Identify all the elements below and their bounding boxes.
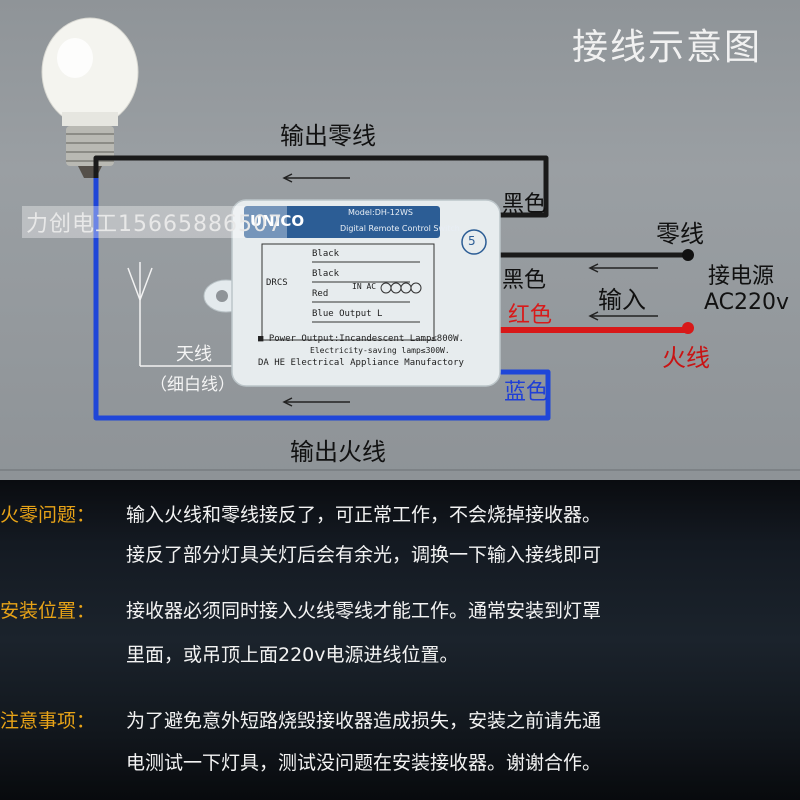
wiring-svg <box>0 17 800 471</box>
device-label-band <box>244 206 440 238</box>
label-neutral: 零线 <box>656 220 704 248</box>
note-line: 输入火线和零线接反了，可正常工作，不会烧掉接收器。 <box>126 504 602 526</box>
terminal-blue: Blue Output L <box>312 309 383 319</box>
device-terminal-box <box>261 243 435 341</box>
output-live-wire <box>93 178 551 421</box>
label-power-voltage: AC220v <box>704 290 790 315</box>
coil-symbol <box>380 282 422 294</box>
arrow-input-live <box>588 311 658 321</box>
device-power-line1: ■ Power Output:Incandescent Lamp≤800W. <box>258 334 464 344</box>
label-red: 红色 <box>508 303 553 328</box>
label-blue: 蓝色 <box>504 380 549 405</box>
label-black-input: 黑色 <box>502 268 547 293</box>
live-terminal <box>682 322 694 334</box>
device-in-ac: IN AC <box>352 282 377 291</box>
label-antenna: 天线 <box>176 344 212 365</box>
diagram-area: 接线示意图 输出零线 黑色 零线 接电源 AC220v 黑色 红色 输入 火线 … <box>0 0 800 480</box>
arrow-output-neutral <box>282 173 350 183</box>
note-line: 为了避免意外短路烧毁接收器造成损失，安装之前请先通 <box>126 710 602 732</box>
note-line: 接收器必须同时接入火线零线才能工作。通常安装到灯罩 <box>126 600 602 622</box>
note-heading-caution: 注意事项： <box>0 710 96 732</box>
notes-panel: 火零问题： 输入火线和零线接反了，可正常工作，不会烧掉接收器。 接反了部分灯具关… <box>0 480 800 800</box>
note-line: 电测试一下灯具，测试没问题在安装接收器。谢谢合作。 <box>126 752 602 774</box>
note-line: 里面，或吊顶上面220v电源进线位置。 <box>126 644 459 666</box>
device-drcs: DRCS <box>266 278 288 288</box>
terminal-black-1: Black <box>312 249 340 259</box>
label-black-top: 黑色 <box>502 192 547 217</box>
label-input: 输入 <box>598 286 646 314</box>
arrow-input-neutral <box>588 263 658 273</box>
page-title: 接线示意图 <box>572 27 763 68</box>
label-power: 接电源 <box>708 264 775 289</box>
device-badge <box>461 229 487 255</box>
device-model: Model:DH-12WS <box>348 208 413 217</box>
watermark: 力创电工15665886507 <box>22 206 287 238</box>
label-live: 火线 <box>662 344 710 372</box>
lamp-bulb <box>41 17 139 178</box>
device-power-line2: Electricity-saving lamp≤300W. <box>310 346 450 355</box>
device-maker: DA HE Electrical Appliance Manufactory <box>258 358 464 368</box>
terminal-black-2: Black <box>312 269 340 279</box>
neutral-terminal <box>682 249 694 261</box>
terminal-red: Red <box>312 289 329 299</box>
label-output-live: 输出火线 <box>290 438 386 466</box>
arrow-output-live <box>282 397 350 407</box>
note-line: 接反了部分灯具关灯后会有余光，调换一下输入接线即可 <box>126 544 602 566</box>
device-subtitle: Digital Remote Control Switch <box>340 224 460 233</box>
note-heading-neutral-live: 火零问题： <box>0 504 96 526</box>
device-brand: UNICO <box>250 212 305 230</box>
label-antenna-note: （细白线） <box>150 375 235 395</box>
output-neutral-wire <box>93 155 549 218</box>
label-output-neutral: 输出零线 <box>280 122 376 150</box>
receiver-device <box>203 199 501 387</box>
device-badge-number: 5 <box>468 234 476 248</box>
note-heading-install: 安装位置： <box>0 600 96 622</box>
